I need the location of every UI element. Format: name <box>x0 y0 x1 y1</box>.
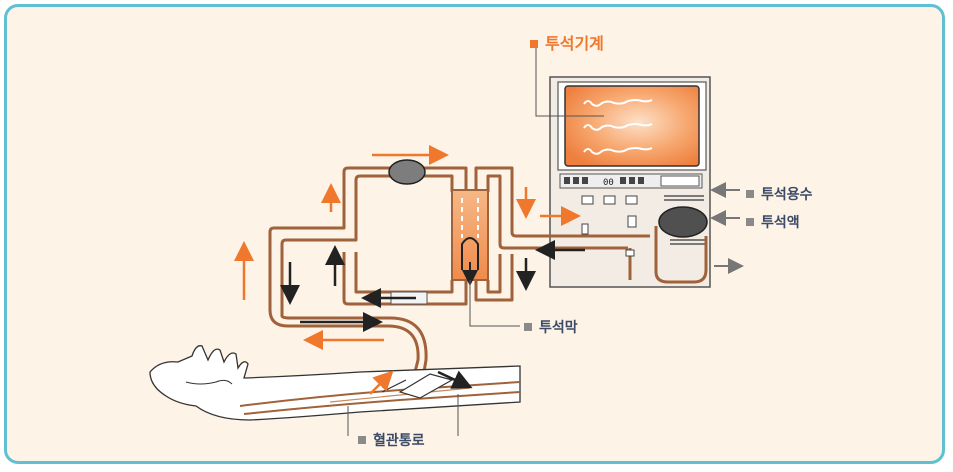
blood-pump <box>388 159 426 185</box>
dialyzer <box>451 189 489 286</box>
leader-lines <box>347 44 604 436</box>
label-dialysate-fluid: 투석용수 <box>746 184 813 204</box>
patient-arm <box>149 345 521 421</box>
label-dialysate: 투석액 <box>746 212 800 232</box>
flow-arrows-dark <box>280 240 585 389</box>
label-vascular-access: 혈관통로 <box>358 430 425 450</box>
blood-circuit <box>268 166 650 385</box>
dialysis-machine: 00 <box>549 76 711 288</box>
label-dialysis-machine: 투석기계 <box>530 30 604 54</box>
monitor-readout: 00 <box>603 178 614 188</box>
flow-arrows-orange <box>234 145 581 395</box>
machine-inlet-arrows <box>710 182 744 274</box>
dialysate-pump <box>658 206 708 238</box>
label-dialysis-membrane: 투석막 <box>524 317 578 337</box>
